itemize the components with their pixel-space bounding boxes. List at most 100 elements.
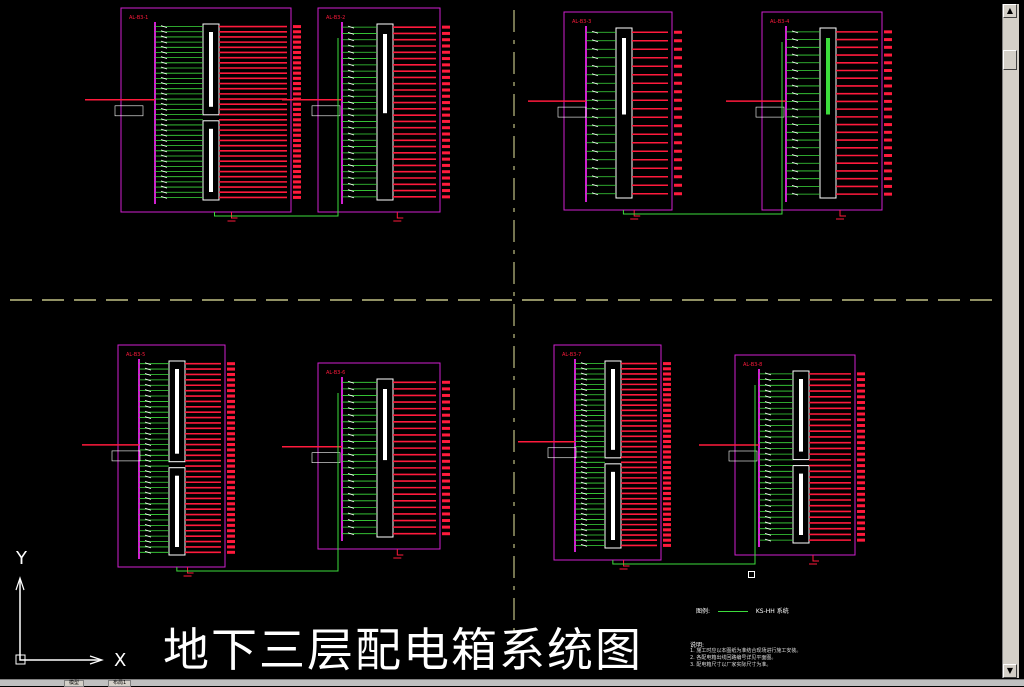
- switch-symbol: [580, 492, 588, 495]
- ground-icon: [183, 567, 194, 577]
- circuit-tag: [857, 429, 865, 433]
- switch-symbol: [160, 154, 168, 158]
- switch-symbol: [791, 107, 799, 111]
- circuit-tag: [227, 448, 235, 452]
- switch-symbol: [764, 538, 772, 542]
- circuit-tag: [442, 151, 450, 155]
- circuit-tag: [442, 163, 450, 167]
- circuit-tag: [663, 377, 671, 381]
- circuit-tag: [663, 382, 671, 386]
- switch-symbol: [160, 71, 168, 75]
- breaker-bar: [209, 32, 213, 107]
- circuit-tag: [442, 157, 450, 161]
- switch-symbol: [347, 63, 355, 67]
- circuit-tag: [663, 414, 671, 418]
- circuit-tag: [442, 44, 450, 48]
- switch-symbol: [347, 512, 355, 516]
- switch-symbol: [347, 88, 355, 92]
- circuit-tag: [227, 416, 235, 420]
- scroll-down-icon[interactable]: ▼: [1003, 664, 1017, 678]
- vertical-scrollbar[interactable]: [1002, 4, 1019, 678]
- tab-layout1[interactable]: 布局1: [108, 680, 132, 687]
- circuit-tag: [442, 138, 450, 142]
- circuit-tag: [293, 71, 301, 75]
- circuit-tag: [227, 496, 235, 500]
- circuit-tag: [663, 481, 671, 485]
- circuit-tag: [663, 393, 671, 397]
- circuit-tag: [674, 39, 682, 43]
- circuit-tag: [663, 497, 671, 501]
- switch-symbol: [160, 108, 168, 111]
- circuit-tag: [227, 426, 235, 430]
- switch-symbol: [347, 459, 355, 463]
- switch-symbol: [160, 175, 168, 179]
- distribution-panel-p7: AL-B3-7: [518, 344, 671, 570]
- meter-box: [557, 106, 587, 118]
- switch-symbol: [791, 92, 799, 96]
- circuit-tag: [227, 432, 235, 436]
- switch-symbol: [347, 101, 355, 104]
- circuit-tag: [663, 543, 671, 547]
- scroll-thumb[interactable]: [1003, 50, 1017, 70]
- switch-symbol: [144, 383, 152, 387]
- meter-box: [311, 452, 341, 464]
- switch-symbol: [791, 38, 799, 41]
- note-line: 3. 配电箱尺寸以厂家实际尺寸为准。: [690, 662, 772, 668]
- circuit-tag: [884, 115, 892, 119]
- circuit-tag: [663, 434, 671, 438]
- panel-frame: [553, 344, 662, 561]
- switch-symbol: [580, 512, 588, 516]
- switch-symbol: [764, 372, 772, 376]
- breaker-bar: [611, 369, 615, 450]
- scroll-up-icon[interactable]: ▲: [1003, 4, 1017, 18]
- circuit-tag: [663, 465, 671, 469]
- circuit-tag: [884, 30, 892, 34]
- circuit-tag: [442, 195, 450, 199]
- ucs-y-label: Y: [16, 548, 27, 569]
- circuit-tag: [227, 459, 235, 463]
- switch-symbol: [160, 113, 168, 116]
- circuit-tag: [442, 525, 450, 529]
- circuit-tag: [442, 189, 450, 193]
- tab-model[interactable]: 模型: [64, 680, 85, 687]
- switch-symbol: [144, 416, 152, 419]
- switch-symbol: [160, 87, 168, 91]
- switch-symbol: [347, 394, 355, 397]
- circuit-tag: [663, 445, 671, 449]
- circuit-tag: [442, 119, 450, 123]
- circuit-tag: [857, 378, 865, 382]
- switch-symbol: [160, 133, 168, 137]
- switch-symbol: [591, 64, 599, 68]
- circuit-tag: [442, 88, 450, 92]
- switch-symbol: [160, 66, 168, 70]
- circuit-tag: [674, 132, 682, 136]
- switch-symbol: [764, 464, 772, 467]
- circuit-tag: [227, 367, 235, 371]
- switch-symbol: [580, 481, 588, 485]
- circuit-tag: [663, 455, 671, 459]
- panel-label: AL-B3-4: [770, 19, 789, 25]
- meter-box: [114, 105, 144, 117]
- circuit-tag: [442, 532, 450, 536]
- circuit-tag: [857, 446, 865, 450]
- switch-symbol: [791, 123, 799, 126]
- switch-symbol: [591, 30, 599, 34]
- switch-symbol: [764, 504, 772, 508]
- switch-symbol: [144, 367, 152, 371]
- breaker-block: [819, 27, 837, 199]
- circuit-tag: [857, 395, 865, 399]
- circuit-tag: [857, 469, 865, 473]
- switch-symbol: [580, 445, 588, 449]
- panel-frame: [120, 7, 292, 213]
- switch-symbol: [144, 453, 152, 457]
- switch-symbol: [347, 151, 355, 155]
- switch-symbol: [144, 421, 152, 425]
- circuit-tag: [442, 413, 450, 417]
- switch-symbol: [764, 412, 772, 416]
- circuit-tag: [674, 149, 682, 153]
- switch-symbol: [591, 158, 599, 162]
- switch-symbol: [591, 56, 599, 60]
- circuit-tag: [293, 92, 301, 96]
